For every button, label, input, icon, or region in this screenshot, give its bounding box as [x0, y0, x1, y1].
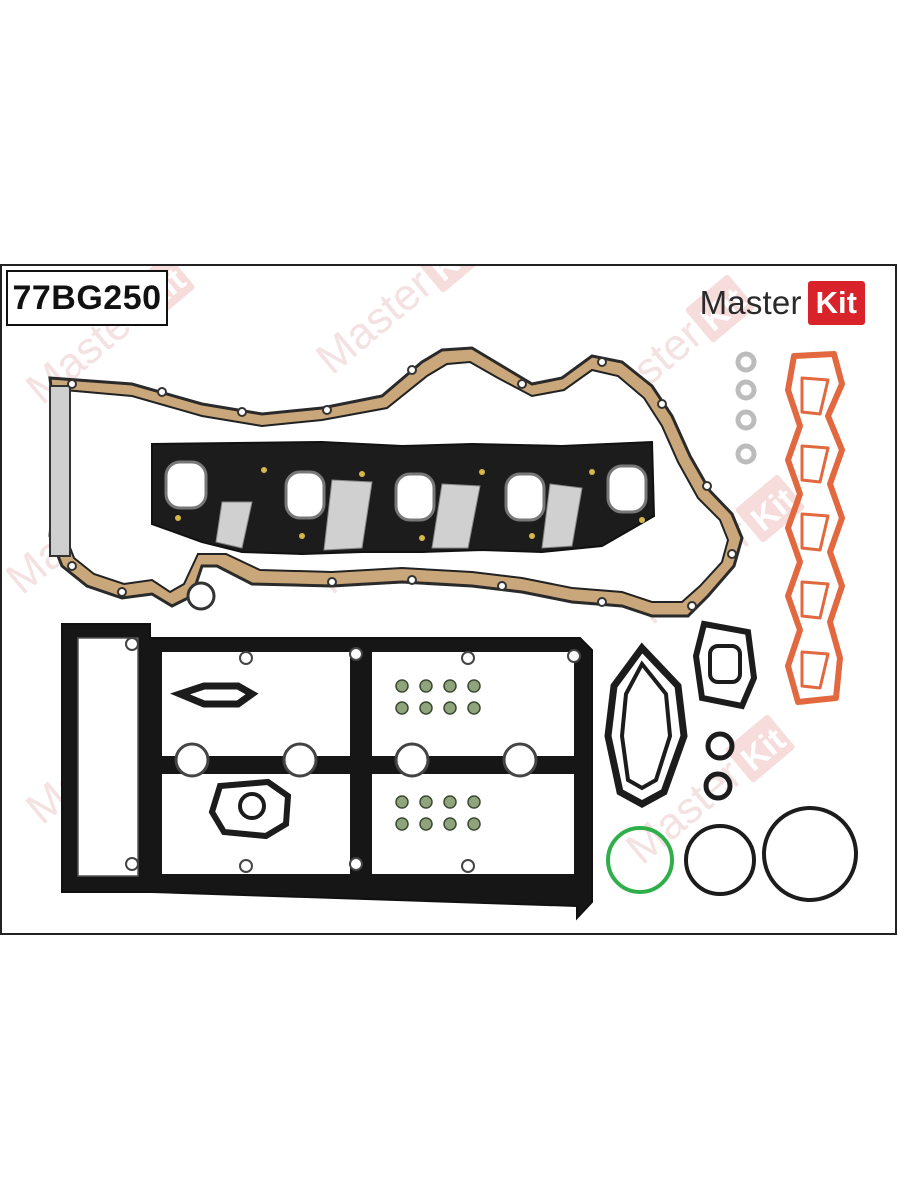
small-o-ring-1: [705, 731, 735, 761]
brand-word: Master: [699, 284, 802, 321]
gasket-set-illustration: Master Kit: [2, 266, 858, 921]
brand-badge: Kit: [807, 281, 865, 325]
valve-stem-seals: [395, 679, 481, 831]
valve-cover-gasket: [61, 623, 593, 921]
copper-washers: [735, 351, 757, 465]
flange-gasket-small: [170, 682, 259, 708]
product-frame: Master Kit: [0, 264, 897, 935]
exhaust-manifold-gasket: [151, 440, 656, 556]
oil-cooler-gasket: [692, 620, 758, 710]
vacuum-pump-gasket: [604, 642, 688, 808]
egr-gasket: [208, 778, 292, 840]
intake-manifold-gasket: [785, 351, 845, 705]
small-o-ring-2: [703, 771, 733, 801]
part-code-label: 77BG250: [6, 270, 168, 326]
black-o-ring-large: [762, 806, 858, 902]
black-o-ring-medium: [684, 824, 756, 896]
brand-logo: Master Kit: [700, 280, 865, 326]
green-o-ring: [606, 826, 674, 894]
